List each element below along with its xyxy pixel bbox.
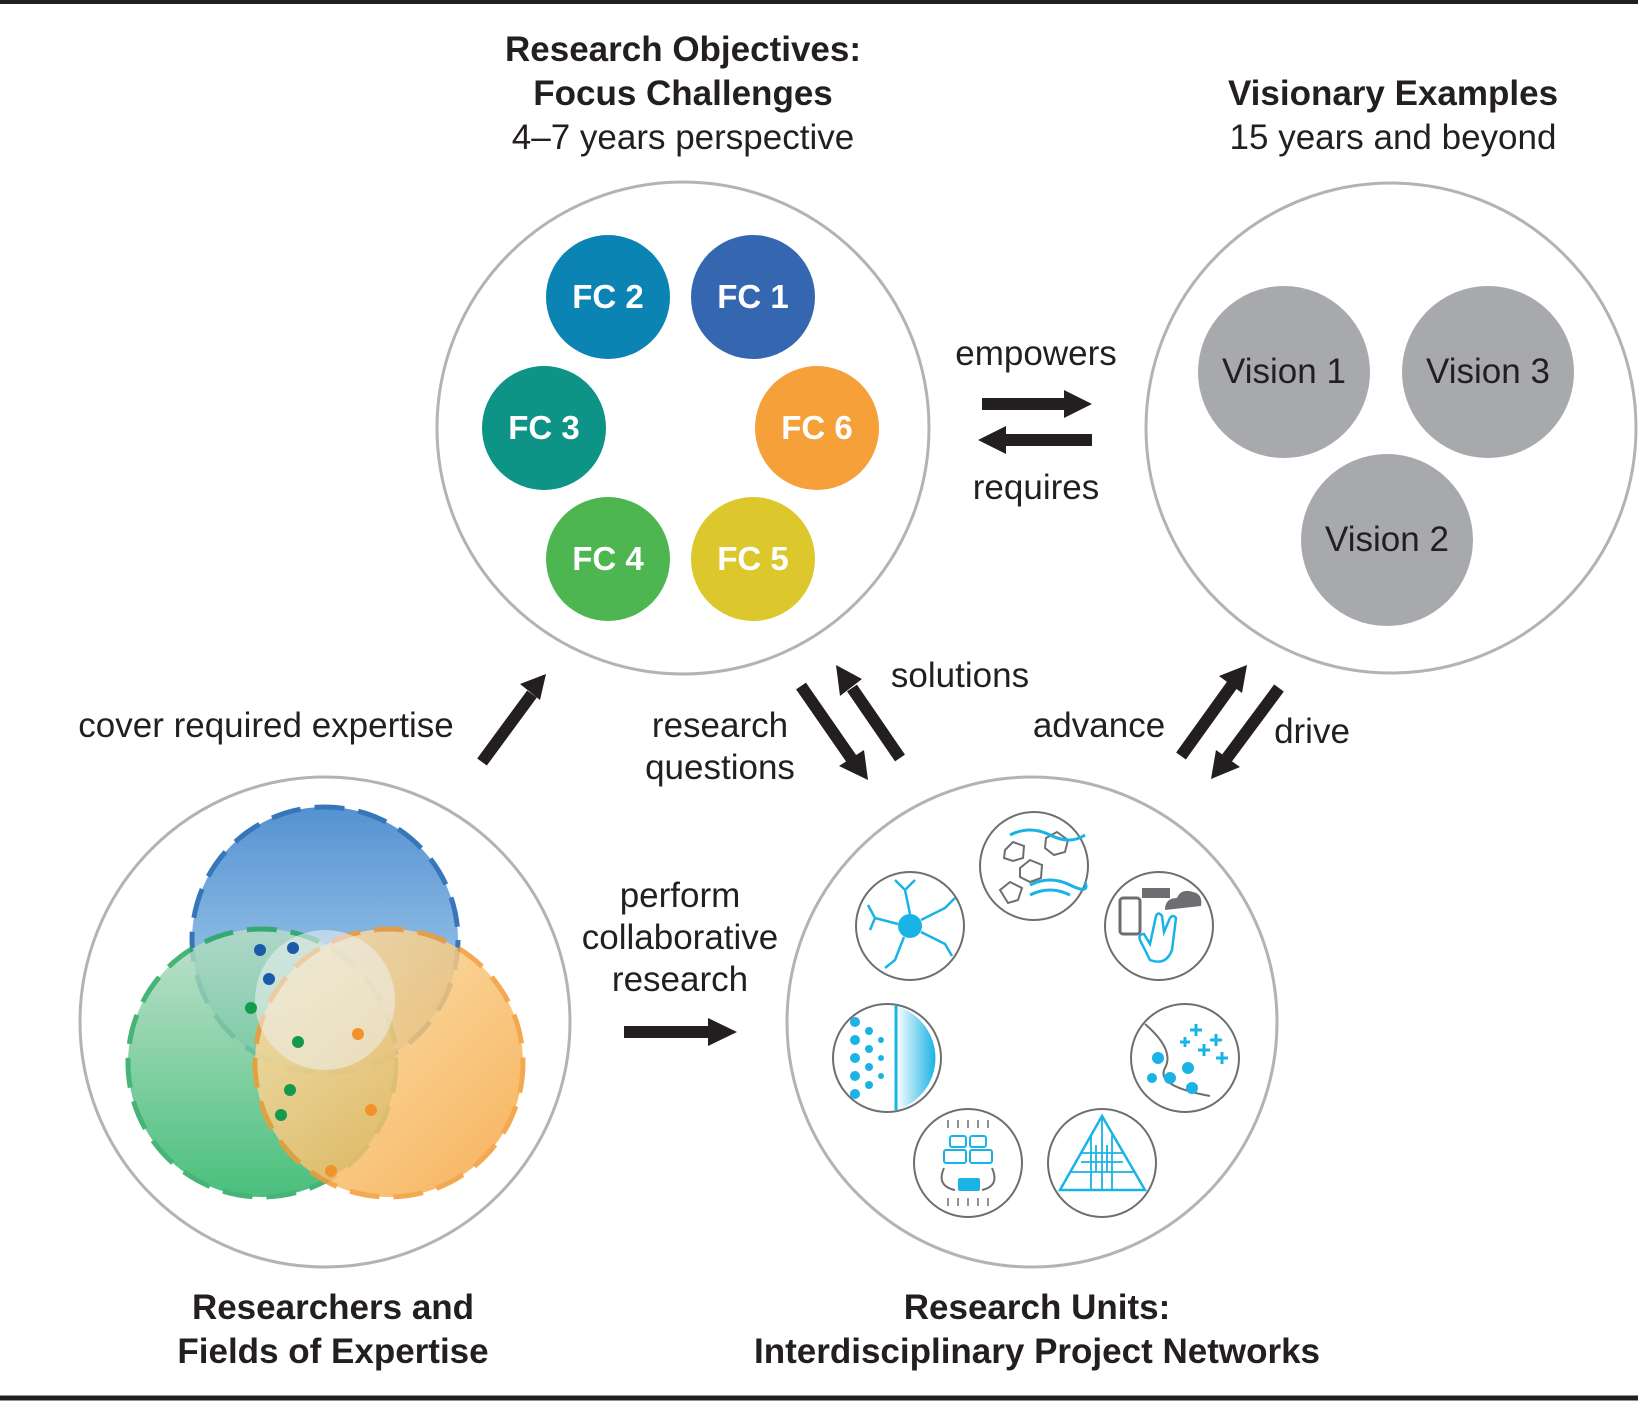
focus-title-line2: Focus Challenges	[533, 74, 833, 113]
researchers-title-line1: Researchers and	[191, 1288, 475, 1327]
focus-challenge-fc4: FC 4	[546, 497, 670, 621]
researchers-title-line2: Fields of Expertise	[177, 1332, 489, 1371]
researcher-dot	[287, 942, 299, 954]
adaptive-mesh-icon	[1047, 1108, 1157, 1218]
researcher-dot	[263, 973, 275, 985]
research-unit-icons	[832, 811, 1240, 1218]
drive-label: drive	[1274, 712, 1350, 751]
focus-challenge-fc5: FC 5	[691, 497, 815, 621]
solutions-arrow	[847, 684, 905, 762]
focus-challenge-fc6: FC 6	[755, 366, 879, 490]
research-questions-label-line1: research	[651, 706, 789, 745]
process-network-icon	[913, 1108, 1023, 1218]
empowers-label: empowers	[955, 334, 1117, 373]
researcher-dot	[284, 1084, 296, 1096]
requires-label: requires	[972, 468, 1100, 507]
microstructure-icon	[979, 811, 1089, 921]
particle-separation-icon	[1130, 1003, 1240, 1113]
perform-label-line3: research	[611, 960, 749, 999]
research-questions-arrow	[796, 682, 858, 765]
research-questions-label-line2: questions	[645, 748, 795, 787]
researcher-dot	[325, 1165, 337, 1177]
cover-arrow	[477, 690, 537, 766]
units-title-line1: Research Units:	[903, 1288, 1171, 1327]
human-interaction-icon	[1104, 871, 1214, 981]
focus-challenge-fc1: FC 1	[691, 235, 815, 359]
perform-label-line1: perform	[619, 876, 741, 915]
researcher-dot	[275, 1109, 287, 1121]
drive-arrow	[1222, 684, 1284, 762]
researcher-dot	[245, 1002, 257, 1014]
advance-arrow	[1176, 681, 1237, 760]
researcher-dot	[254, 944, 266, 956]
expertise-overlap	[255, 930, 395, 1070]
neuron-icon	[855, 871, 965, 981]
researcher-dot	[292, 1036, 304, 1048]
focus-title-line1: Research Objectives:	[504, 30, 862, 69]
researcher-dot	[352, 1028, 364, 1040]
cover-expertise-label: cover required expertise	[78, 706, 454, 745]
perform-label-line2: collaborative	[581, 918, 779, 957]
visionary-subtitle: 15 years and beyond	[1229, 118, 1557, 157]
focus-challenge-fc2: FC 2	[546, 235, 670, 359]
expertise-venn	[125, 804, 526, 1200]
focus-challenge-fc3: FC 3	[482, 366, 606, 490]
advance-label: advance	[1032, 706, 1166, 745]
solutions-label: solutions	[890, 656, 1030, 695]
vision-1: Vision 1	[1198, 286, 1370, 458]
visionary-title: Visionary Examples	[1227, 74, 1559, 113]
focus-subtitle: 4–7 years perspective	[511, 118, 855, 157]
vision-2: Vision 2	[1301, 454, 1473, 626]
diffusion-icon	[832, 1003, 942, 1113]
units-title-line2: Interdisciplinary Project Networks	[753, 1332, 1321, 1371]
arrows	[477, 390, 1284, 1046]
vision-3: Vision 3	[1402, 286, 1574, 458]
researcher-dot	[365, 1104, 377, 1116]
